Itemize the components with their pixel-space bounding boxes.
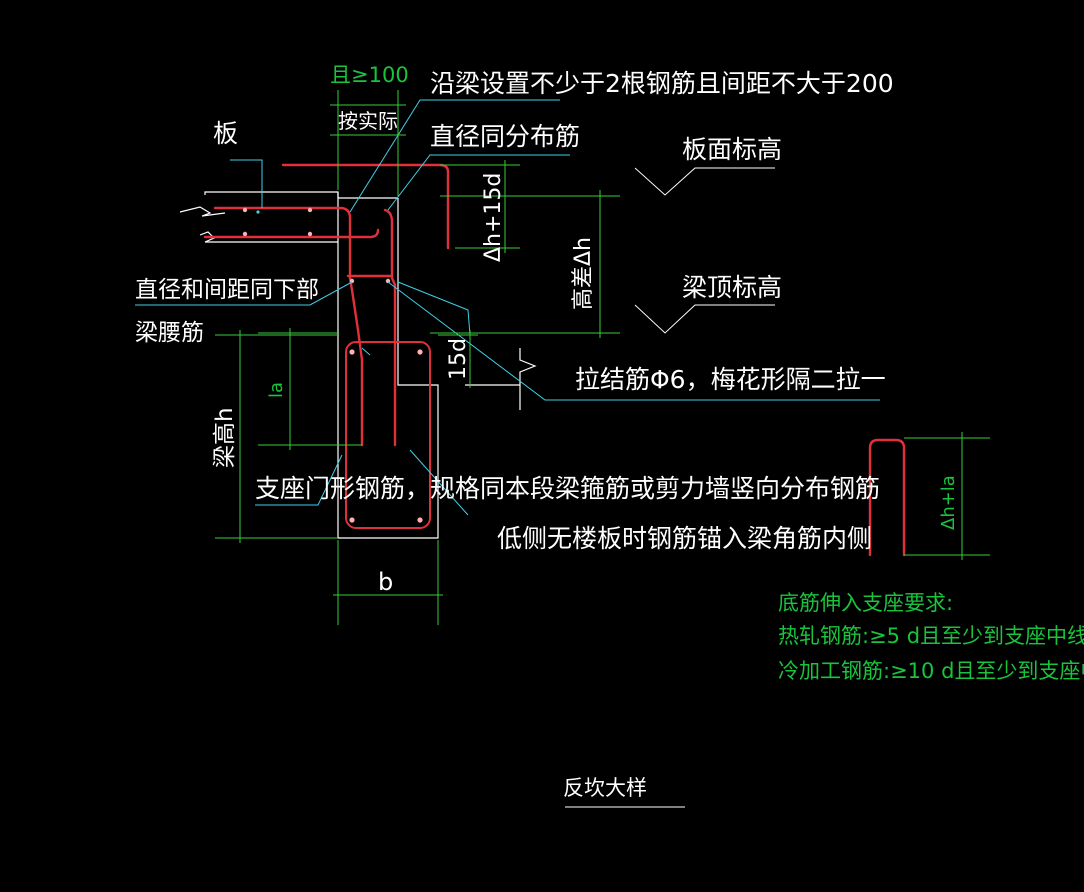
concrete-outline [179,191,537,539]
beam-stirrup [345,341,431,529]
slab-label: 板 [213,119,238,148]
dimension-lines [215,90,990,625]
bottom-title-note: 底筋伸入支座要求: [778,591,953,615]
b-label: b [378,568,393,596]
beam-h-label: 梁高h [212,407,238,468]
beam-top-elevation-label: 梁顶标高 [682,273,782,302]
top-note-label: 且≥100 [330,63,409,87]
upstand-bar-left [348,276,364,447]
waist-bar-label: 梁腰筋 [135,320,204,346]
dia-spacing-lower-label: 直径和间距同下部 [135,277,319,303]
low-side-label: 低侧无楼板时钢筋锚入梁角筋内侧 [497,524,872,553]
slab-top-bar [213,206,352,280]
caption-label: 反坎大样 [563,776,647,800]
spacing-note-label: 沿梁设置不少于2根钢筋且间距不大于200 [430,69,894,98]
upstand-bar-right [383,208,397,447]
slab-elevation-label: 板面标高 [682,135,782,164]
la-label: la [266,382,287,398]
rebar-group [203,163,906,557]
u-bar-detail [868,438,906,557]
dh-la-label: Δh+la [938,475,959,530]
dh-15d-label: Δh+15d [481,173,506,262]
slab-bottom-bar [203,228,380,239]
top-hook-bar [281,163,450,250]
elevation-markers [634,167,775,334]
dia-same-dist-label: 直径同分布筋 [430,122,580,151]
support-bar-label: 支座门形钢筋，规格同本段梁箍筋或剪力墙竖向分布钢筋 [255,474,880,503]
height-diff-label: 高差Δh [571,237,596,310]
as-actual-label: 按实际 [338,109,398,133]
cold-worked-note: 冷加工钢筋:≥10 d且至少到支座中线 [778,659,1084,683]
leader-lines [135,99,880,516]
tie-bar-label: 拉结筋Φ6，梅花形隔二拉一 [575,365,886,394]
d15-label: 15d [446,338,471,380]
hot-rolled-note: 热轧钢筋:≥5 d且至少到支座中线 [778,624,1084,648]
